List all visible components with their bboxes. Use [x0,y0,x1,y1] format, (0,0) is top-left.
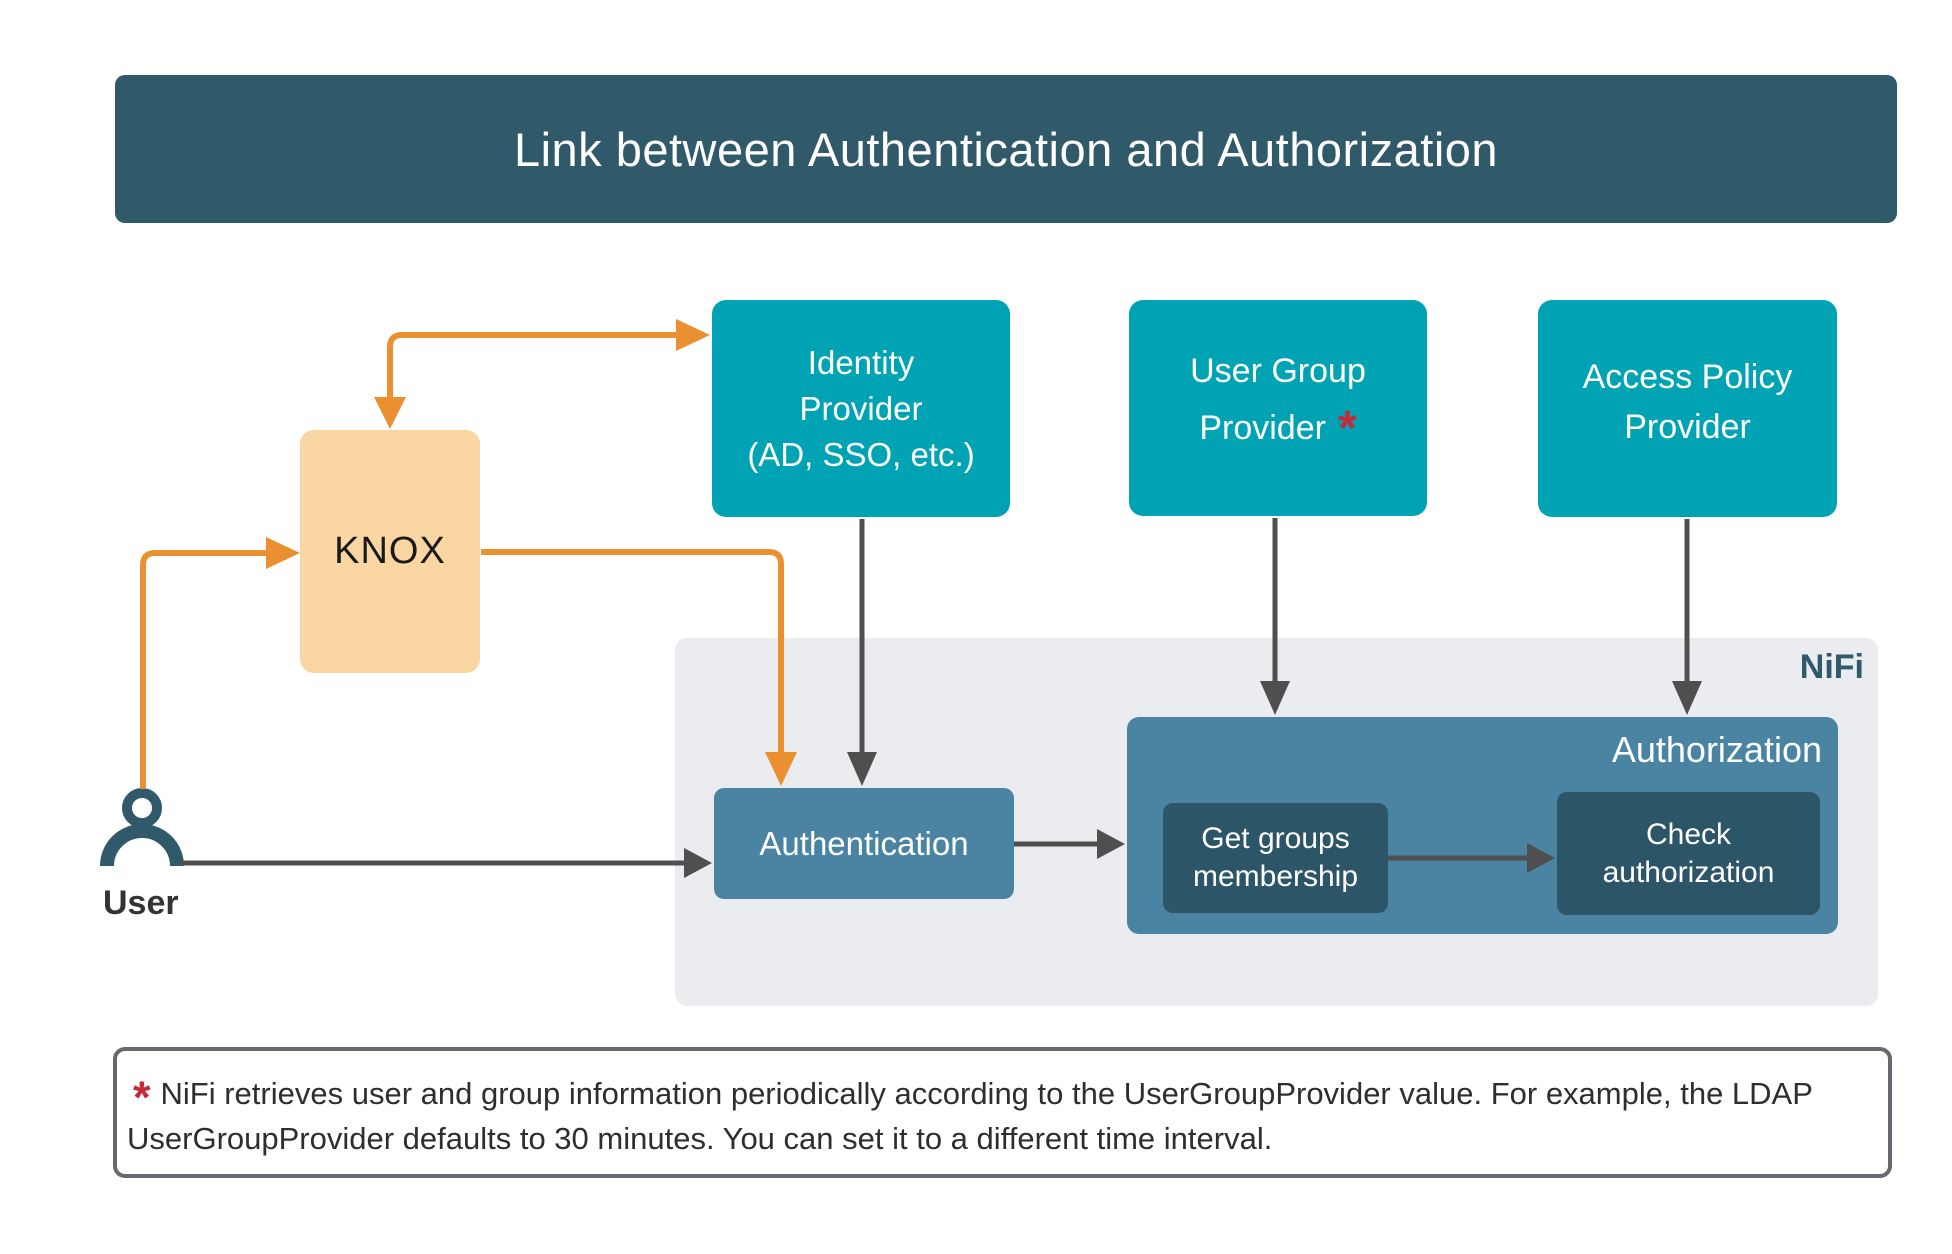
identity-provider-line1: Identity [807,343,915,381]
user-shoulders-icon [100,824,184,867]
footnote-asterisk: * [133,1072,151,1123]
arrow-user-to-knox [140,550,266,789]
authorization-label: Authorization [1611,729,1822,770]
nifi-panel-label: NiFi [1799,648,1864,686]
user-group-provider-node: User Group Provider * [1129,300,1427,516]
check-authorization-node: Check authorization [1557,792,1820,915]
knox-node: KNOX [300,430,480,673]
arrow-knox-identity-provider-bidirectional [387,332,676,399]
user-label: User [103,884,179,922]
knox-label: KNOX [334,530,446,572]
get-groups-line1: Get groups [1201,822,1350,855]
title-banner: Link between Authentication and Authoriz… [115,75,1897,223]
get-groups-line2: membership [1192,860,1359,893]
identity-provider-line3: (AD, SSO, etc.) [747,435,975,473]
authentication-node: Authentication [714,788,1014,899]
footnote-text: NiFi retrieves user and group informatio… [127,1076,1813,1156]
access-policy-provider-line1: Access Policy [1582,357,1793,396]
identity-provider-node: Identity Provider (AD, SSO, etc.) [712,300,1010,517]
user-icon [122,788,162,828]
access-policy-provider-node: Access Policy Provider [1538,300,1837,517]
get-groups-membership-node: Get groups membership [1163,803,1388,913]
authentication-label: Authentication [759,824,969,862]
arrowhead-user-to-knox [266,537,300,569]
arrowhead-into-identity-provider [676,319,710,351]
user-group-provider-line1: User Group [1190,352,1366,390]
access-policy-provider-line2: Provider [1624,407,1751,446]
identity-provider-line2: Provider [799,389,923,427]
check-authorization-line1: Check [1645,817,1732,851]
footnote-box: *NiFi retrieves user and group informati… [113,1047,1892,1178]
user-group-provider-line2: Provider * [1199,401,1357,455]
diagram-title: Link between Authentication and Authoriz… [513,122,1499,176]
check-authorization-line2: authorization [1602,855,1775,889]
arrowhead-into-knox [374,397,406,429]
